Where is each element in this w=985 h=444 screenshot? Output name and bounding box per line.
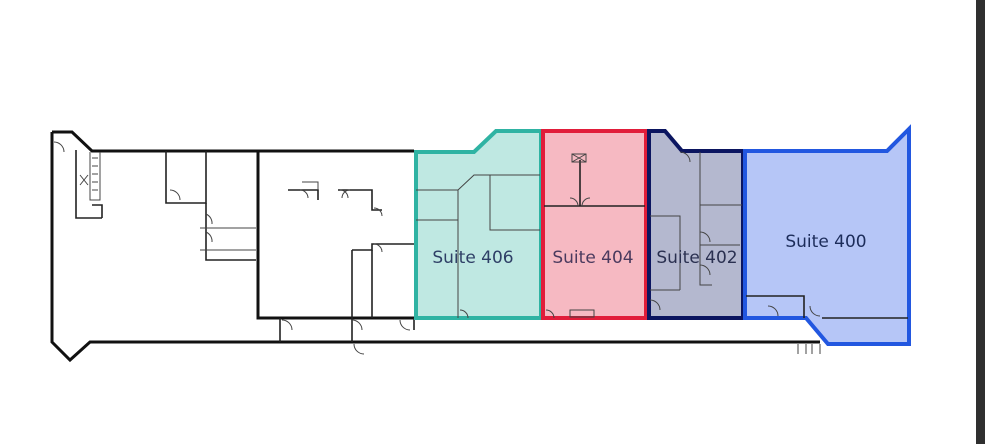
suite-406-area[interactable] [414,129,543,320]
suite-404-label: Suite 404 [552,248,633,268]
suite-406-interior [416,174,540,319]
building-outline [50,130,821,363]
suite-406[interactable]: Suite 406 [414,129,543,320]
suite-400-area[interactable] [743,124,911,346]
suite-406-label: Suite 406 [432,248,513,268]
suite-402-interior [649,151,742,311]
suite-402-label: Suite 402 [656,248,737,268]
suite-400-interior [746,295,908,319]
suite-404-area[interactable] [541,129,648,320]
vertical-scrollbar[interactable] [976,0,985,444]
suite-400[interactable]: Suite 400 [743,124,911,346]
suite-402[interactable]: Suite 402 [647,129,745,320]
suite-400-label: Suite 400 [785,232,866,252]
suite-404-interior [544,153,645,319]
suite-404[interactable]: Suite 404 [541,129,648,320]
